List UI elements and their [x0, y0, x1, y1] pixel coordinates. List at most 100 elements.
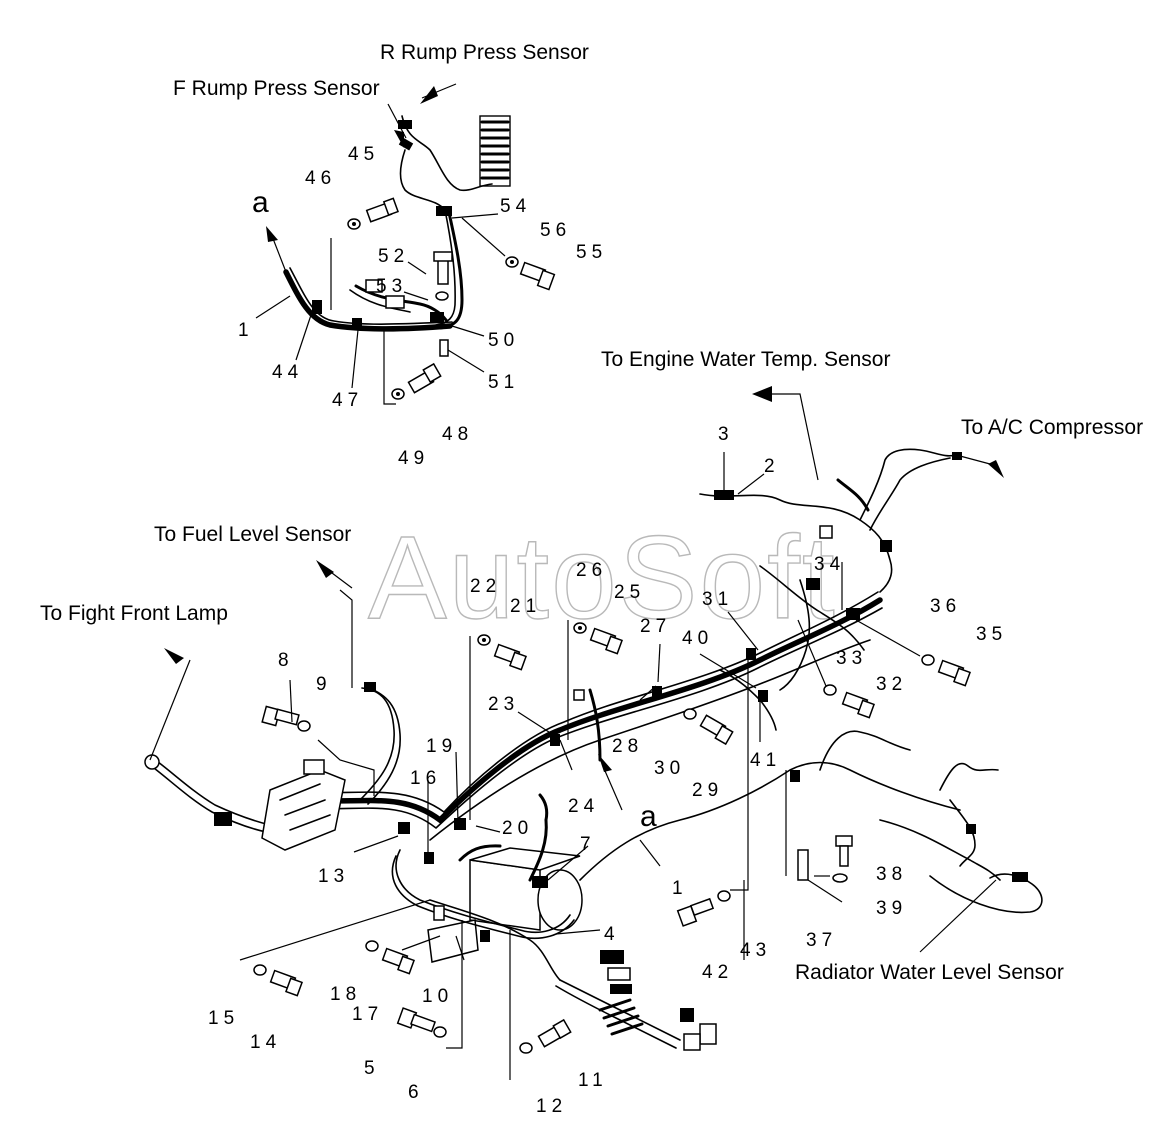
bolt-55: [519, 261, 556, 291]
bolt-5: [396, 1007, 437, 1033]
bolt-25: [589, 627, 623, 655]
part-number: 14: [250, 1032, 281, 1053]
part-number: 21: [510, 596, 541, 617]
washer-18: [365, 940, 379, 952]
connection-mark-upper: a: [252, 186, 269, 219]
part-number: 17: [352, 1004, 383, 1025]
part-number: 29: [692, 780, 723, 801]
washer-12: [519, 1042, 533, 1054]
part-number: 18: [330, 984, 361, 1005]
bolt-45: [365, 197, 399, 223]
part-number: 16: [410, 768, 441, 789]
washer-30: [683, 708, 697, 720]
washer-56: [505, 256, 519, 268]
part-number: 48: [442, 424, 473, 445]
part-number: 22: [470, 576, 501, 597]
part-number: 39: [876, 898, 907, 919]
washer-49: [391, 388, 405, 400]
washer-53: [435, 291, 449, 301]
part-number: 11: [578, 1070, 608, 1091]
front-lamp-label: To Fight Front Lamp: [40, 602, 228, 625]
part-number: 24: [568, 796, 599, 817]
part-number: 27: [640, 616, 671, 637]
main-harness: [144, 386, 1043, 1080]
washer-46: [347, 218, 361, 230]
pressure-sensor-coil: [479, 115, 511, 187]
part-number: 26: [576, 560, 607, 581]
washer-33: [823, 684, 837, 696]
bolt-42: [676, 897, 715, 927]
fuel-level-sensor-label: To Fuel Level Sensor: [154, 523, 351, 546]
washer-39: [832, 873, 848, 883]
part-number: 53: [376, 276, 407, 297]
part-number: 47: [332, 390, 363, 411]
part-number: 44: [272, 362, 303, 383]
bolt-8: [261, 705, 300, 727]
upper-harness: [255, 83, 556, 405]
part-number: 32: [876, 674, 907, 695]
part-number: 51: [488, 372, 519, 393]
part-number: 28: [612, 736, 643, 757]
part-number: 52: [378, 246, 409, 267]
part-number: 42: [702, 962, 733, 983]
part-number: 38: [876, 864, 907, 885]
part-number: 33: [836, 648, 867, 669]
part-number: 40: [682, 628, 713, 649]
part-number: 34: [814, 554, 845, 575]
part-number: 46: [305, 168, 336, 189]
part-number: 4: [604, 924, 620, 945]
bolt-29: [699, 714, 734, 746]
part-number: 30: [654, 758, 685, 779]
part-number: 31: [702, 589, 733, 610]
bolt-11: [537, 1018, 572, 1048]
bolt-38: [835, 835, 853, 867]
washer-43: [717, 890, 731, 902]
part-number: 36: [930, 596, 961, 617]
part-number: 7: [580, 834, 596, 855]
watermark: AutoSoft: [368, 512, 837, 644]
bolt-32: [841, 691, 875, 719]
part-number: 43: [740, 940, 771, 961]
part-number: 35: [976, 624, 1007, 645]
bolt-35: [937, 659, 971, 687]
washer-15: [253, 964, 267, 976]
washer-36: [921, 654, 935, 666]
ac-compressor-label: To A/C Compressor: [961, 416, 1143, 439]
part-number: 12: [536, 1096, 567, 1117]
part-number: 9: [316, 674, 332, 695]
part-number: 49: [398, 448, 429, 469]
part-number: 1: [672, 878, 688, 899]
part-number: 13: [318, 866, 349, 887]
part-number: 41: [750, 750, 781, 771]
part-number: 5: [364, 1058, 380, 1079]
part-number: 15: [208, 1008, 239, 1029]
washer-6: [433, 1026, 447, 1038]
part-number: 45: [348, 144, 379, 165]
engine-water-temp-label: To Engine Water Temp. Sensor: [601, 348, 890, 371]
part-number: 8: [278, 650, 294, 671]
part-number: 56: [540, 220, 571, 241]
part-number: 6: [408, 1082, 424, 1103]
r-rump-press-sensor-label: R Rump Press Sensor: [380, 41, 589, 64]
part-number: 37: [806, 930, 837, 951]
part-number: 50: [488, 330, 519, 351]
relay-block: [214, 759, 346, 851]
bolt-48: [407, 362, 442, 394]
bolt-17: [381, 947, 415, 975]
component-box: [458, 793, 583, 931]
washer-22: [477, 634, 491, 646]
radiator-water-level-label: Radiator Water Level Sensor: [795, 961, 1064, 984]
part-number: 23: [488, 694, 519, 715]
part-number: 25: [614, 582, 645, 603]
part-number: 54: [500, 196, 531, 217]
part-number: 3: [718, 424, 734, 445]
part-number: 1: [238, 320, 254, 341]
washer-9: [297, 720, 311, 732]
connection-mark-lower: a: [640, 800, 657, 833]
washer-26: [573, 622, 587, 634]
part-number: 55: [576, 242, 607, 263]
part-number: 10: [422, 986, 453, 1007]
part-number: 19: [426, 736, 457, 757]
